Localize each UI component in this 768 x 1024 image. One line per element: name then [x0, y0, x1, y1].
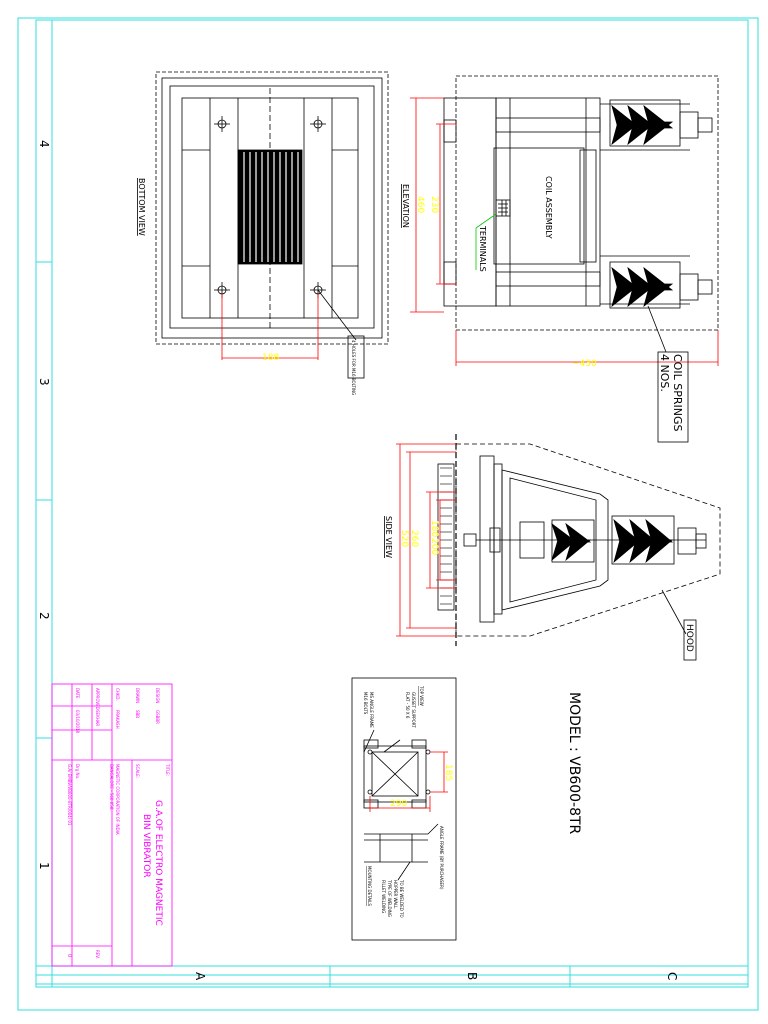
elevation-view	[443, 75, 719, 331]
mounting-dimensions	[369, 751, 448, 812]
mounting-gusset-line2: FLAT - 50 X 6	[405, 692, 410, 719]
tb-approved-label: APPROVED	[95, 688, 100, 710]
tb-chkd-val: PRAKASH	[115, 710, 120, 729]
tb-scale-label: SCALE:	[135, 764, 140, 778]
zone-row-3: 3	[37, 378, 51, 386]
mounting-ms-angle-line2: M16 BOLTS	[363, 692, 368, 715]
tb-company-line2: BANGALORE - 560 058.	[109, 764, 114, 811]
elevation-terminals-label: TERMINALS	[478, 225, 487, 272]
side-view-title: SIDE VIEW	[384, 516, 393, 558]
tb-drawn-val: SBB	[135, 710, 140, 718]
elevation-leader	[475, 213, 497, 270]
tb-date-label: DATE	[75, 688, 80, 699]
elevation-dimensions	[410, 97, 719, 366]
zone-row-2: 2	[37, 612, 51, 620]
mounting-weld-line2: HOPPER WALL	[393, 880, 398, 909]
tb-approved-val: SEKHAR	[95, 710, 100, 726]
tb-design-label: DESIGN	[155, 688, 160, 703]
tb-design-val: GSBBR	[155, 710, 160, 724]
elevation-coil-label: COIL ASSEMBLY	[544, 176, 553, 239]
tb-rev-val: 0	[66, 954, 72, 957]
side-view-hood-label: HOOD	[684, 624, 694, 652]
mounting-gusset-line1: GUSSET SUPPORT	[411, 692, 416, 728]
zone-col-c: C	[665, 972, 679, 980]
zone-labels: 4 3 2 1 A B C	[37, 140, 679, 981]
tb-title-line2: BIN VIBRATOR	[141, 814, 151, 878]
side-view-dim-d: 520	[399, 530, 409, 547]
bottom-view-dimension	[221, 294, 319, 360]
side-view-dim-b: 200	[429, 538, 439, 555]
side-view-dimensions	[396, 443, 456, 637]
tb-drg-label: Drg No.	[75, 764, 80, 779]
springs-label-line2: 4 NOS.	[658, 354, 671, 392]
mounting-angle-frame: ANGLE FRAME (BY PURCHASER)	[439, 826, 444, 890]
bottom-view-title: BOTTOM VIEW	[137, 178, 146, 236]
sheet-border	[17, 17, 759, 1011]
bottom-view-dim-188: 188	[262, 353, 279, 363]
mounting-dim-w: 290	[390, 799, 407, 809]
elevation-dim-inner: 230	[429, 196, 439, 213]
springs-callout	[647, 305, 689, 443]
zone-row-4: 4	[37, 140, 51, 148]
mounting-ms-angle-line1: MS ANGLE FRAME	[369, 692, 374, 728]
side-view-dim-c: 260	[409, 530, 419, 547]
tb-company-line1: MAGNETIC CORPORATION OF INDIA	[115, 764, 120, 835]
tb-drawn-label: DRAWN	[135, 688, 140, 703]
bottom-view	[155, 71, 389, 379]
mounting-details-title: MOUNTING DETAILS	[367, 866, 372, 906]
elevation-dim-outer: 460	[415, 196, 425, 213]
elevation-title: ELEVATION	[401, 184, 410, 228]
zone-row-1: 1	[37, 862, 51, 870]
tb-rev-label: REV.	[95, 950, 100, 959]
side-view-dim-a: 180	[429, 520, 439, 537]
springs-label-line1: COIL SPRINGS	[671, 354, 684, 431]
bottom-view-note: 4 HOLES FOR M16 BOLTING	[351, 340, 356, 395]
mounting-dim-h: 185	[443, 764, 453, 781]
tb-title-label: TITLE:	[165, 763, 170, 776]
title-block	[51, 683, 173, 967]
zone-col-b: B	[465, 972, 479, 980]
mounting-weld-line3: TYPE OF WELDING	[387, 879, 392, 917]
tb-chkd-label: CHKD.	[115, 688, 120, 701]
mounting-weld-line4: FILLET WELDING	[381, 880, 386, 913]
mounting-top-view: TOP VIEW	[419, 685, 424, 706]
mounting-detail	[351, 677, 457, 941]
model-label: MODEL : VB600-8TR	[566, 692, 582, 835]
zone-col-a: A	[193, 972, 207, 981]
tb-title-line1: G.A.OF ELECTRO MAGNETIC	[153, 800, 163, 926]
tb-date-val: 03/10/2018	[75, 710, 80, 734]
mounting-weld-line1: TO BE WELDED TO	[399, 879, 404, 918]
elevation-dim-width: ~430	[572, 359, 597, 369]
side-view	[437, 434, 721, 661]
tb-drg-no: G.A/ EMBV/VB600-8TR/004/ 01	[67, 764, 72, 826]
title-block-text: DESIGN GSBBR DRAWN SBB CHKD. PRAKASH APP…	[66, 688, 170, 959]
